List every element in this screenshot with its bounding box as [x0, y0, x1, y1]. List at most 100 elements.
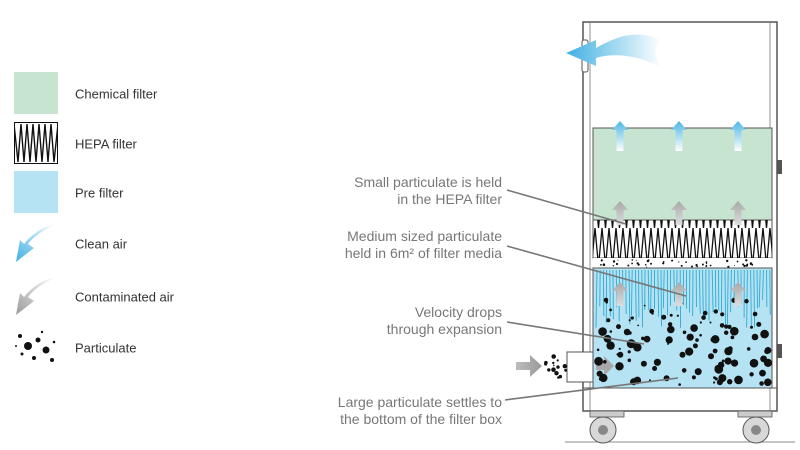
particulate-dot: [734, 265, 735, 267]
particulate-dot: [626, 339, 636, 349]
particulate-dot: [692, 343, 698, 349]
particulate-dot: [678, 383, 681, 386]
particulate-dot: [719, 323, 725, 328]
particulate-dot: [662, 261, 665, 263]
filter-media-fiber: [630, 269, 633, 316]
particulate-dot: [623, 328, 631, 336]
particulate-dot: [751, 263, 754, 266]
airflow-arrow: [612, 121, 628, 151]
legend-label: Clean air: [75, 236, 128, 252]
annotation-media: Medium sized particulate held in 6m² of …: [345, 228, 502, 262]
leader-line-settle: [504, 377, 679, 401]
leader-line-media: [506, 245, 687, 297]
particulate-dot: [751, 333, 759, 341]
particulate-dot: [606, 341, 615, 350]
particulate-dot: [721, 359, 725, 363]
particulate-dot: [615, 362, 624, 371]
particulate-dot: [562, 364, 567, 369]
particulate-dot: [705, 265, 708, 267]
particulate-dot: [618, 347, 621, 350]
particulate-dot: [749, 358, 759, 368]
particulate-dot: [667, 322, 673, 327]
particulate-dot: [544, 362, 548, 366]
annotation-line: in the HEPA filter: [397, 191, 502, 207]
particulate-dot: [679, 351, 686, 358]
particulate-dot: [714, 377, 718, 381]
particulate-dot: [712, 348, 718, 354]
filter-media-fiber: [698, 269, 701, 314]
particulate-dot: [691, 375, 696, 380]
filter-media-fiber: [733, 269, 736, 303]
legend-label: Contaminated air: [75, 289, 174, 305]
legend-label: HEPA filter: [75, 136, 137, 152]
annotation-line: Large particulate settles to: [337, 394, 502, 410]
filter-media-fiber: [730, 269, 732, 313]
particulate-dot: [724, 324, 729, 329]
particulate-dot: [600, 264, 602, 266]
particulate-dot: [685, 347, 694, 356]
particulate-dot: [694, 368, 702, 376]
plenum-gap: [593, 258, 772, 268]
particulate-dot: [606, 318, 611, 323]
particulate-dot: [552, 361, 555, 365]
particulate-dot: [678, 261, 680, 263]
particulate-dot: [713, 381, 716, 384]
particulate-dot: [602, 263, 606, 267]
particulate-dot: [690, 324, 698, 332]
particulate-dot: [708, 353, 714, 360]
inlet-contaminated-air-arrow: [516, 351, 614, 383]
particulate-dot: [616, 324, 621, 330]
filter-media-fiber: [673, 269, 676, 302]
particulate-dot: [652, 366, 658, 371]
particulate-dot: [667, 325, 675, 334]
particulate-dot: [554, 371, 559, 376]
filter-media-fiber: [634, 269, 637, 321]
particulate-dot: [724, 357, 732, 365]
particulate-dots-icon: [15, 330, 56, 362]
particulate-dot: [644, 263, 647, 266]
particulate-dot: [709, 321, 712, 324]
particulate-dot: [649, 308, 655, 314]
particulate-dot: [612, 265, 614, 267]
particulate-dot: [631, 259, 634, 261]
filter-media-fiber: [702, 269, 704, 320]
particulate-dot: [726, 259, 729, 263]
particulate-dot: [617, 351, 624, 358]
particulate-dot: [648, 259, 650, 261]
internal-airflow-arrows: [612, 121, 746, 306]
particulate-dot: [743, 264, 746, 268]
particulate-dot: [736, 260, 739, 263]
particulate-dot: [612, 260, 616, 263]
airflow-arrow: [612, 282, 628, 306]
particulate-dot: [699, 321, 702, 324]
particulate-dot: [713, 309, 718, 314]
particulate-dot: [556, 359, 559, 362]
filter-media-fiber: [641, 269, 644, 328]
particulate-cloud: [544, 259, 773, 387]
airflow-arrow: [671, 201, 687, 225]
particulate-dot: [701, 263, 704, 266]
particulate-dot: [685, 261, 687, 263]
particulate-dot: [756, 321, 762, 327]
leader-line-velocity: [506, 321, 645, 345]
particulate-dot: [730, 335, 735, 340]
particulate-dot: [631, 262, 633, 265]
particulate-dot: [709, 264, 712, 267]
particulate-dot: [553, 364, 555, 367]
annotation-line: through expansion: [386, 321, 502, 337]
filter-media-fiber: [746, 269, 748, 328]
particulate-dot: [653, 358, 662, 366]
leader-lines: [504, 189, 687, 401]
particulate-dot: [636, 262, 639, 265]
particulate-dot: [742, 263, 745, 266]
filter-media-fiber: [628, 269, 631, 325]
particulate-dot: [705, 261, 708, 264]
particulate-dot: [564, 368, 567, 372]
annotation-line: Small particulate is held: [354, 174, 502, 190]
particulate-dot: [662, 262, 665, 265]
particulate-dot: [680, 264, 683, 267]
particulate-dot: [627, 264, 630, 267]
hepa-filter-swatch-icon: [14, 122, 58, 164]
particulate-dot: [627, 350, 631, 354]
